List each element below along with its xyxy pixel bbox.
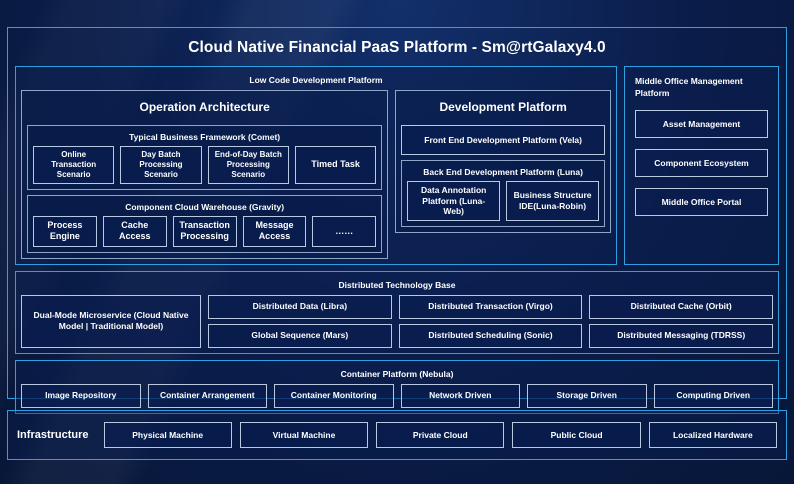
node-timed-task[interactable]: Timed Task [294,146,377,184]
top-section: Low Code Development Platform Operation … [15,66,779,265]
node-business-structure-ide[interactable]: Business Structure IDE(Luna-Robin) [506,181,599,221]
node-distributed-data[interactable]: Distributed Data (Libra) [208,294,392,319]
node-container-monitoring[interactable]: Container Monitoring [274,383,394,408]
node-physical-machine[interactable]: Physical Machine [103,422,232,448]
node-container-arrangement[interactable]: Container Arrangement [147,383,267,408]
node-computing-driven[interactable]: Computing Driven [653,383,773,408]
dtb-column-1: Distributed Data (Libra) Global Sequence… [208,294,392,348]
node-distributed-transaction[interactable]: Distributed Transaction (Virgo) [398,294,583,319]
panel-typical-business-framework: Typical Business Framework (Comet) Onlin… [27,125,383,190]
panel-middle-office-management-platform: Middle Office Management Platform Asset … [624,66,779,265]
node-more-ellipsis[interactable]: …… [312,216,377,247]
typical-business-framework-nodes: Online Transaction Scenario Day Batch Pr… [33,146,377,184]
middle-office-title: Middle Office Management Platform [635,76,743,99]
infrastructure-label: Infrastructure [17,429,89,441]
dtb-column-2: Distributed Transaction (Virgo) Distribu… [398,294,583,348]
page-title: Cloud Native Financial PaaS Platform - S… [188,39,606,56]
panel-development-platform: Development Platform Front End Developme… [395,90,611,233]
node-asset-management[interactable]: Asset Management [635,109,768,138]
node-dual-mode-microservice[interactable]: Dual-Mode Microservice (Cloud Native Mod… [21,294,201,348]
main-body: Low Code Development Platform Operation … [8,66,786,421]
node-day-batch-processing-scenario[interactable]: Day Batch Processing Scenario [120,146,202,184]
infrastructure-nodes: Physical Machine Virtual Machine Private… [103,422,778,448]
panel-infrastructure: Infrastructure Physical Machine Virtual … [7,410,787,460]
node-message-access[interactable]: Message Access [242,216,307,247]
node-public-cloud[interactable]: Public Cloud [512,422,641,448]
panel-component-cloud-warehouse: Component Cloud Warehouse (Gravity) Proc… [27,195,383,253]
node-storage-driven[interactable]: Storage Driven [527,383,647,408]
development-platform-title: Development Platform [439,100,567,114]
low-code-title: Low Code Development Platform [249,75,383,85]
node-end-of-day-batch-processing-scenario[interactable]: End-of-Day Batch Processing Scenario [207,146,289,184]
panel-back-end-development-platform: Back End Development Platform (Luna) Dat… [401,160,605,227]
node-process-engine[interactable]: Process Engine [33,216,97,247]
dtb-highlight-wrap: Dual-Mode Microservice (Cloud Native Mod… [21,294,201,348]
node-localized-hardware[interactable]: Localized Hardware [648,422,778,448]
node-online-transaction-scenario[interactable]: Online Transaction Scenario [33,146,115,184]
node-cache-access[interactable]: Cache Access [102,216,167,247]
node-distributed-scheduling[interactable]: Distributed Scheduling (Sonic) [398,323,583,348]
node-front-end-development-platform[interactable]: Front End Development Platform (Vela) [401,125,605,155]
node-private-cloud[interactable]: Private Cloud [376,422,505,448]
panel-low-code-development-platform: Low Code Development Platform Operation … [15,66,617,265]
node-virtual-machine[interactable]: Virtual Machine [239,422,369,448]
operation-architecture-title: Operation Architecture [139,100,270,114]
typical-business-framework-title: Typical Business Framework (Comet) [129,132,281,142]
node-image-repository[interactable]: Image Repository [21,383,141,408]
low-code-columns: Operation Architecture Typical Business … [21,90,611,259]
node-global-sequence[interactable]: Global Sequence (Mars) [208,323,392,348]
node-distributed-cache[interactable]: Distributed Cache (Orbit) [589,294,774,319]
node-data-annotation-platform[interactable]: Data Annotation Platform (Luna-Web) [407,181,501,221]
middle-office-nodes: Asset Management Component Ecosystem Mid… [635,109,768,216]
container-platform-title: Container Platform (Nebula) [340,368,454,379]
panel-distributed-technology-base: Distributed Technology Base Dual-Mode Mi… [15,270,779,354]
container-platform-nodes: Image Repository Container Arrangement C… [21,383,773,408]
node-component-ecosystem[interactable]: Component Ecosystem [635,148,768,177]
node-network-driven[interactable]: Network Driven [400,383,520,408]
back-end-development-platform-title: Back End Development Platform (Luna) [423,167,583,177]
back-end-nodes: Data Annotation Platform (Luna-Web) Busi… [407,181,599,221]
panel-container-platform: Container Platform (Nebula) Image Reposi… [15,359,779,414]
distributed-technology-base-title: Distributed Technology Base [338,279,456,290]
node-transaction-processing[interactable]: Transaction Processing [172,216,237,247]
panel-operation-architecture: Operation Architecture Typical Business … [21,90,389,259]
component-cloud-warehouse-title: Component Cloud Warehouse (Gravity) [125,202,285,212]
dtb-column-3: Distributed Cache (Orbit) Distributed Me… [589,294,774,348]
platform-main-frame: Cloud Native Financial PaaS Platform - S… [7,27,787,414]
component-cloud-warehouse-nodes: Process Engine Cache Access Transaction … [33,216,377,247]
distributed-technology-base-grid: Dual-Mode Microservice (Cloud Native Mod… [21,294,774,348]
node-distributed-messaging[interactable]: Distributed Messaging (TDRSS) [589,323,774,348]
node-middle-office-portal[interactable]: Middle Office Portal [635,187,768,216]
